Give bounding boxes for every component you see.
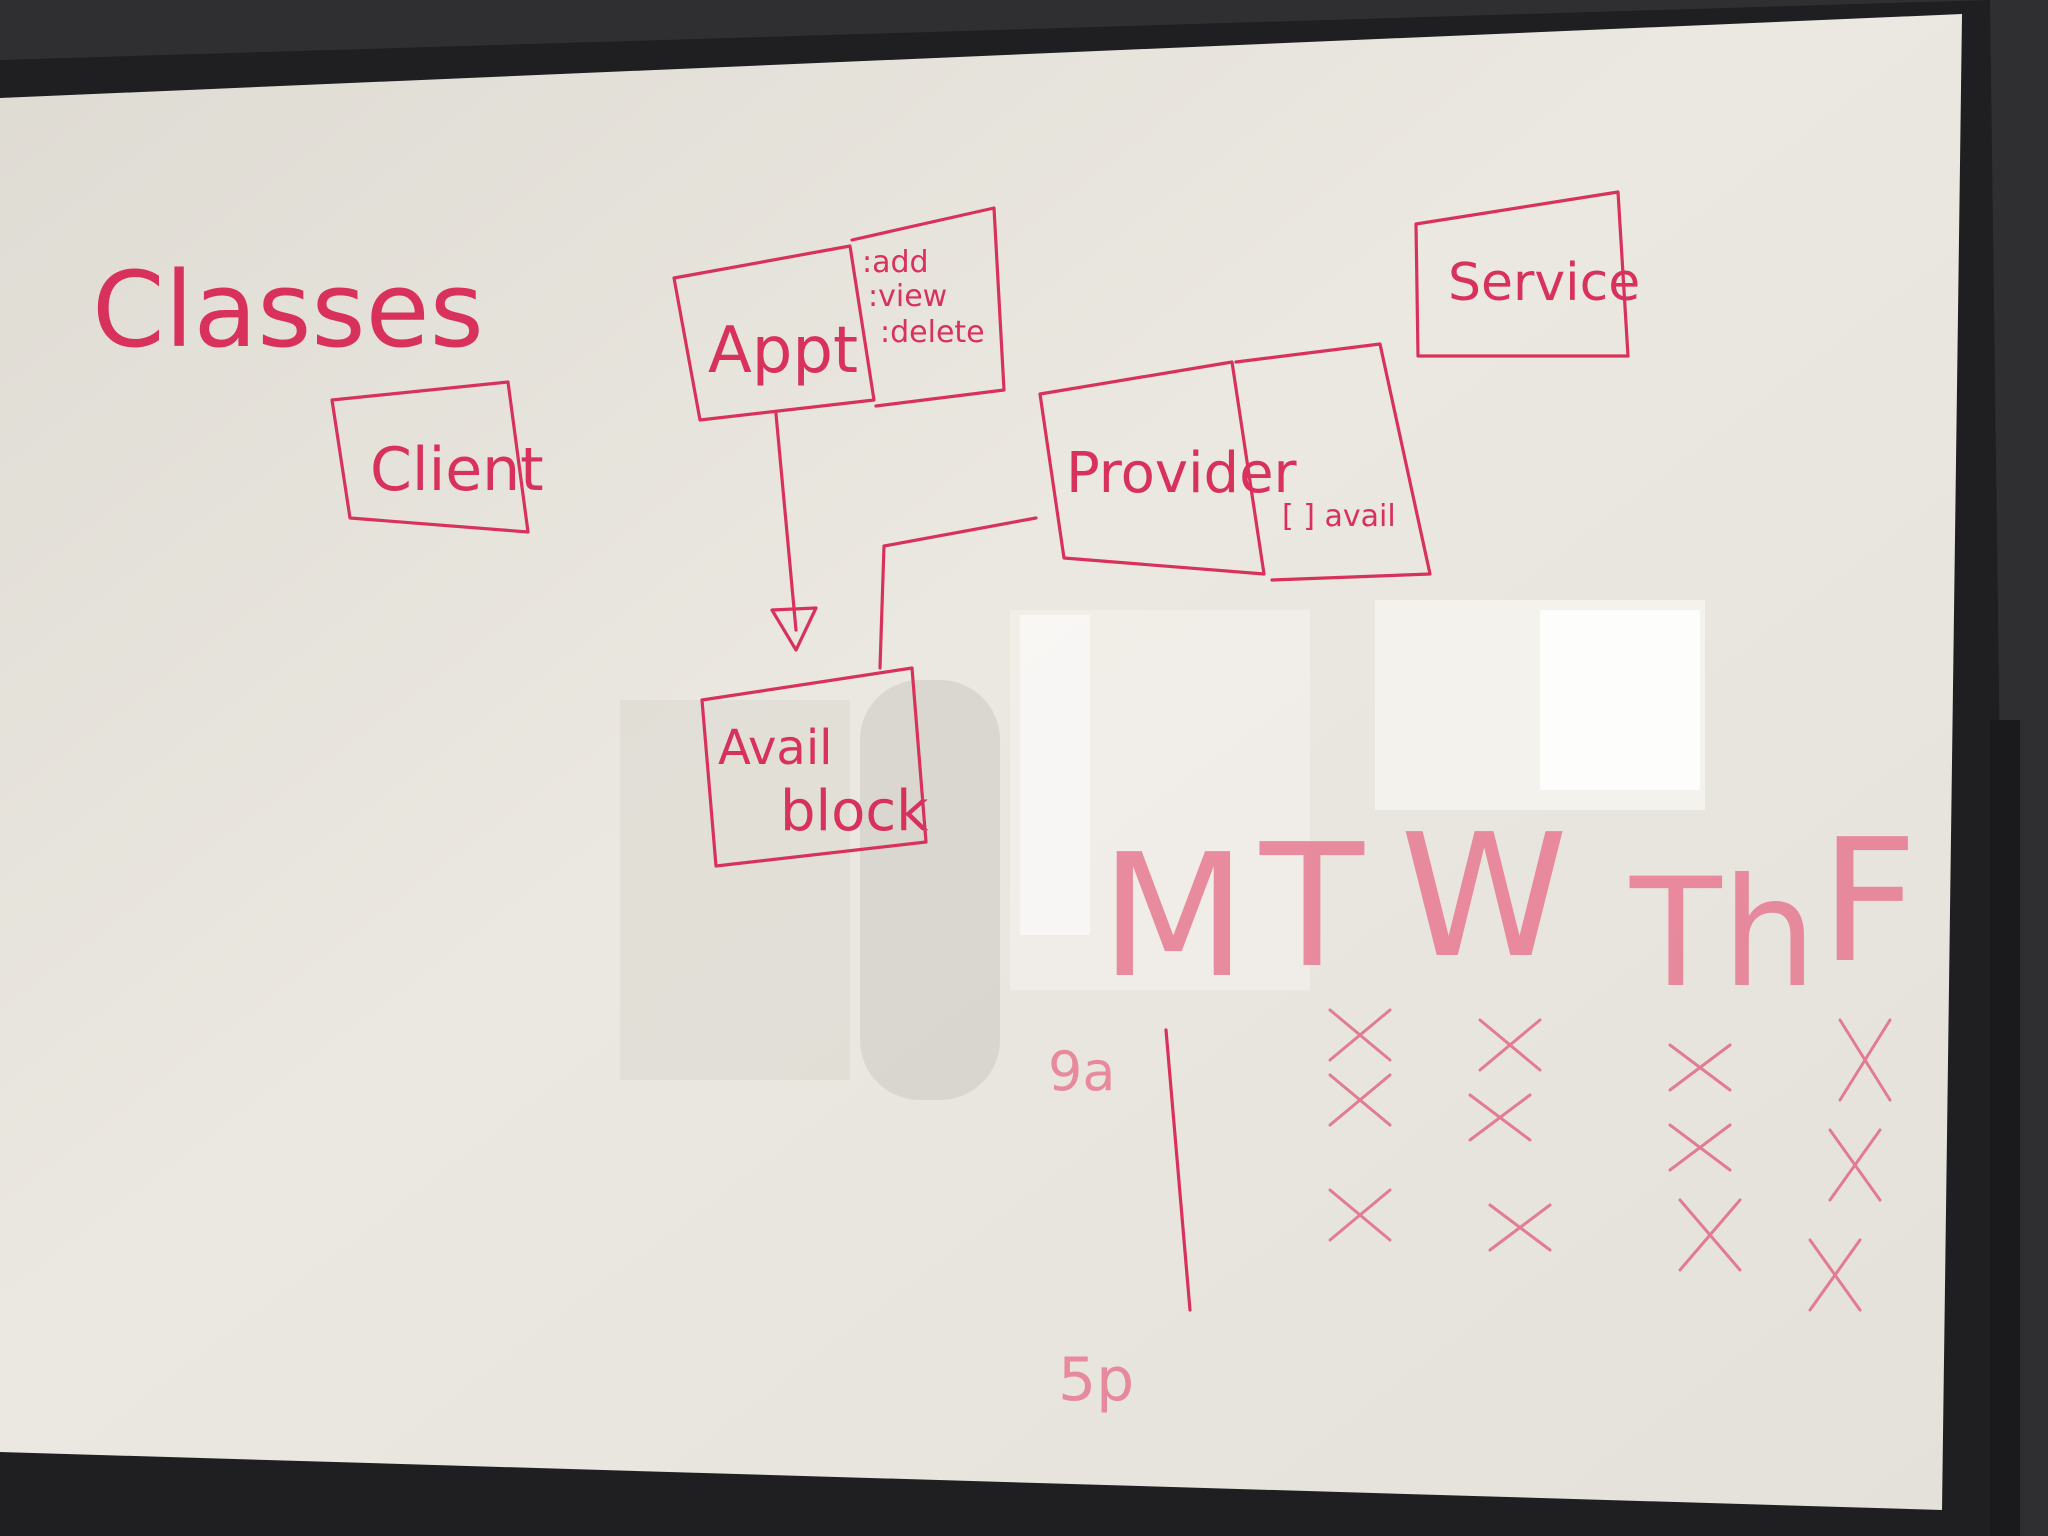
schedule-x-mark: [1668, 1123, 1732, 1172]
schedule-day-wed: W: [1400, 798, 1568, 996]
client-label: Client: [370, 435, 544, 505]
schedule-day-fri: F: [1820, 803, 1918, 1001]
service-label: Service: [1448, 253, 1640, 313]
appt-box: [672, 244, 876, 422]
glare-spot: [1540, 610, 1700, 790]
shadow-silhouette: [860, 680, 1000, 1100]
schedule-range-line: [1164, 1028, 1192, 1312]
window-reflection: [620, 700, 850, 1080]
schedule-x-mark: [1808, 1238, 1862, 1312]
heading-classes: Classes: [92, 249, 484, 371]
schedule-x-mark: [1678, 1198, 1742, 1272]
schedule-end-time: 5p: [1058, 1345, 1134, 1415]
appt-to-avail-arrow: [774, 412, 798, 632]
appt-method-view: :view: [868, 279, 947, 314]
client-box: [330, 380, 530, 534]
schedule-x-mark: [1328, 1188, 1392, 1242]
glare-spot: [1020, 615, 1090, 935]
schedule-day-thu: Th: [1629, 847, 1817, 1021]
service-box: [1414, 190, 1630, 358]
avail-to-provider-connector: [878, 516, 1038, 670]
provider-field-box: [1234, 342, 1432, 582]
schedule-start-time: 9a: [1048, 1040, 1115, 1103]
appt-methods-box: [850, 206, 1006, 408]
schedule-x-mark: [1468, 1093, 1532, 1142]
arrow-head: [770, 606, 818, 652]
schedule-x-mark: [1668, 1043, 1732, 1092]
schedule-x-mark: [1328, 1008, 1392, 1062]
avail-block-label-line1: Avail: [718, 720, 833, 776]
avail-block-label-line2: block: [780, 779, 929, 844]
schedule-x-mark: [1478, 1018, 1542, 1072]
appt-label: Appt: [708, 314, 858, 388]
avail-block-box: [700, 666, 928, 868]
schedule-x-mark: [1328, 1073, 1392, 1127]
appt-method-delete: :delete: [880, 315, 985, 350]
provider-field-label: [ ] avail: [1282, 499, 1396, 534]
schedule-x-mark: [1488, 1203, 1552, 1252]
provider-box: [1038, 360, 1266, 576]
shelf-post: [1990, 720, 2020, 1536]
appt-method-add: :add: [862, 245, 929, 280]
schedule-day-mon: M: [1100, 818, 1247, 1016]
provider-label: Provider: [1066, 441, 1298, 506]
schedule-x-mark: [1828, 1128, 1882, 1202]
schedule-day-tue: T: [1259, 808, 1365, 1006]
schedule-x-mark: [1838, 1018, 1892, 1102]
